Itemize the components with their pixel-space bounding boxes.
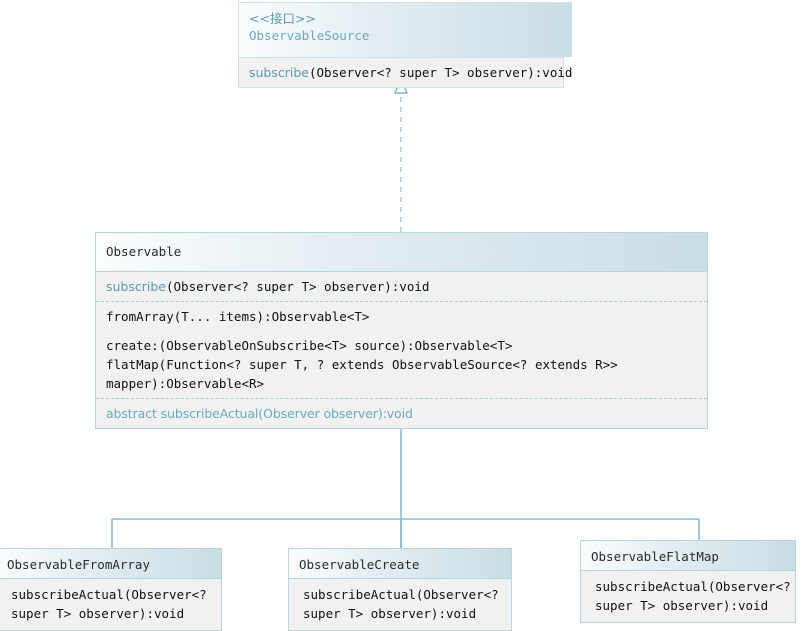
method-subscribe-actual-line1[interactable]: subscribeActual(Observer<?: [303, 587, 499, 602]
class-header-observable-flat-map: ObservableFlatMap: [581, 541, 795, 571]
method-compartment-observable-create: subscribeActual(Observer<? super T> obse…: [289, 579, 511, 630]
method-create[interactable]: create:(ObservableOnSubscribe<T> source)…: [106, 338, 513, 353]
class-name-observable-flat-map: ObservableFlatMap: [591, 549, 719, 564]
method-compartment-static-factories: fromArray(T... items):Observable<T> crea…: [96, 301, 707, 398]
method-name: subscribe: [106, 279, 166, 294]
method-subscribe-actual-abstract[interactable]: abstract subscribeActual(Observer observ…: [106, 406, 413, 421]
class-box-observable-flat-map[interactable]: ObservableFlatMap subscribeActual(Observ…: [580, 540, 796, 623]
method-from-array[interactable]: fromArray(T... items):Observable<T>: [106, 309, 370, 324]
method-compartment-observable-source: subscribe(Observer<? super T> observer):…: [238, 57, 572, 88]
method-flat-map-line1[interactable]: flatMap(Function<? super T, ? extends Ob…: [106, 357, 618, 372]
method-signature: (Observer<? super T> observer):void: [309, 65, 573, 80]
method-subscribe[interactable]: subscribe(Observer<? super T> observer):…: [249, 63, 572, 82]
method-compartment-observable-flat-map: subscribeActual(Observer<? super T> obse…: [581, 571, 795, 622]
method-subscribe-actual-line2[interactable]: super T> observer):void: [11, 606, 185, 621]
method-compartment-inherited: subscribe(Observer<? super T> observer):…: [96, 272, 707, 301]
class-box-observable-create[interactable]: ObservableCreate subscribeActual(Observe…: [288, 548, 512, 631]
class-name-observable-from-array: ObservableFromArray: [7, 557, 150, 572]
class-name-observable-create: ObservableCreate: [299, 557, 420, 572]
method-flat-map-line2[interactable]: mapper):Observable<R>: [106, 376, 265, 391]
method-subscribe[interactable]: subscribe(Observer<? super T> observer):…: [106, 277, 699, 296]
method-signature: (Observer<? super T> observer):void: [166, 279, 430, 294]
class-box-observable-from-array[interactable]: ObservableFromArray subscribeActual(Obse…: [0, 548, 222, 631]
class-header-observable-create: ObservableCreate: [289, 549, 511, 579]
class-name-observable-source: ObservableSource: [249, 28, 370, 43]
method-subscribe-actual-line1[interactable]: subscribeActual(Observer<?: [11, 587, 207, 602]
method-subscribe-actual-line1[interactable]: subscribeActual(Observer<?: [595, 579, 791, 594]
method-compartment-observable-from-array: subscribeActual(Observer<? super T> obse…: [0, 579, 221, 630]
class-header-observable-source: <<接口>> ObservableSource: [238, 2, 572, 57]
method-subscribe-actual-line2[interactable]: super T> observer):void: [595, 598, 769, 613]
method-compartment-abstract: abstract subscribeActual(Observer observ…: [96, 398, 707, 428]
realization-connector: [393, 76, 409, 232]
method-subscribe-actual-line2[interactable]: super T> observer):void: [303, 606, 477, 621]
class-box-observable-source[interactable]: <<接口>> ObservableSource subscribe(Observ…: [238, 2, 572, 88]
stereotype-label: <<接口>>: [249, 11, 316, 26]
method-name: subscribe: [249, 65, 309, 80]
class-header-observable: Observable: [96, 233, 707, 272]
class-box-observable[interactable]: Observable subscribe(Observer<? super T>…: [95, 232, 708, 429]
class-header-observable-from-array: ObservableFromArray: [0, 549, 221, 579]
class-name-observable: Observable: [106, 244, 182, 259]
